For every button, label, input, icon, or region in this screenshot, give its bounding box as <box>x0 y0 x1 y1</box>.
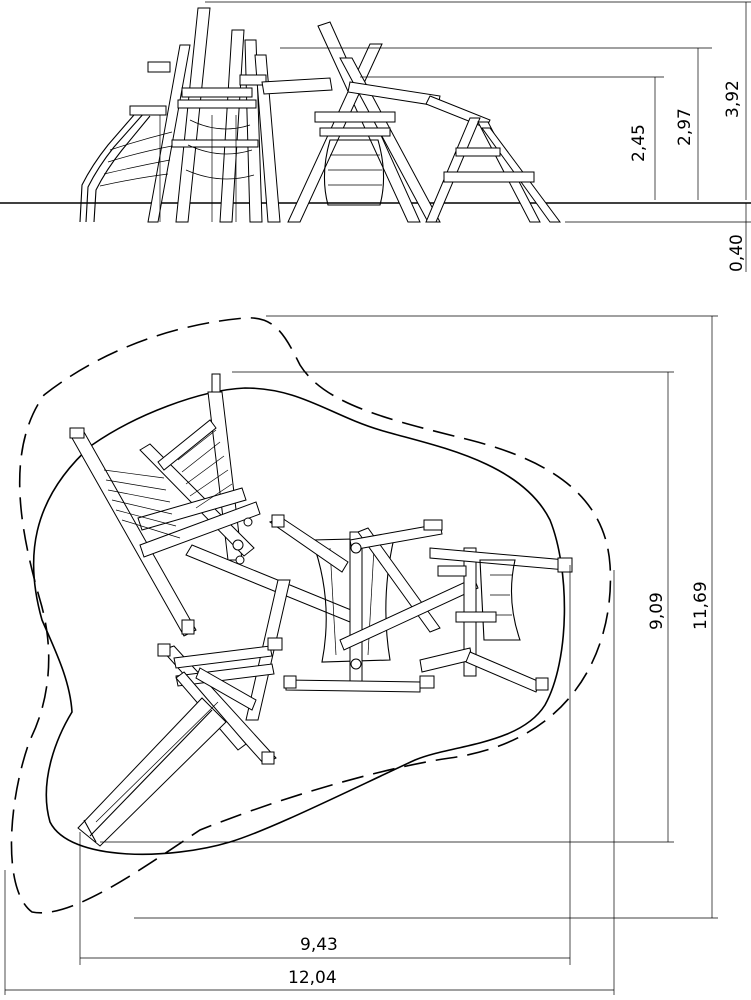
dimension-9-43: 9,43 <box>300 935 338 955</box>
plan-view <box>10 317 612 914</box>
slide-frame-plan <box>157 579 291 765</box>
right-frame-plan <box>419 547 573 693</box>
right-frame-elevation <box>425 95 561 223</box>
climbing-frame-elevation <box>79 7 281 223</box>
dimension-2-97: 2,97 <box>675 108 695 146</box>
safety-zone-outline <box>10 317 612 914</box>
slide-chute-plan <box>77 697 227 847</box>
center-frame-plan <box>268 514 479 693</box>
connecting-beam-elevation <box>261 77 333 95</box>
a-frame-elevation <box>287 21 441 223</box>
dimension-11-69: 11,69 <box>691 581 711 630</box>
climbing-frame-plan <box>69 373 261 637</box>
dimension-0-40: 0,40 <box>727 234 747 272</box>
elevation-dimensions: 2,45 2,97 3,92 0,40 <box>205 1 751 272</box>
dimension-3-92: 3,92 <box>723 80 743 118</box>
dimension-12-04: 12,04 <box>288 968 337 988</box>
dimension-9-09: 9,09 <box>647 592 667 630</box>
plan-dimensions: 9,09 11,69 9,43 12,04 <box>4 315 718 995</box>
equipment-boundary-outline <box>32 387 566 856</box>
dimension-2-45: 2,45 <box>629 124 649 162</box>
side-elevation-view <box>0 7 751 223</box>
